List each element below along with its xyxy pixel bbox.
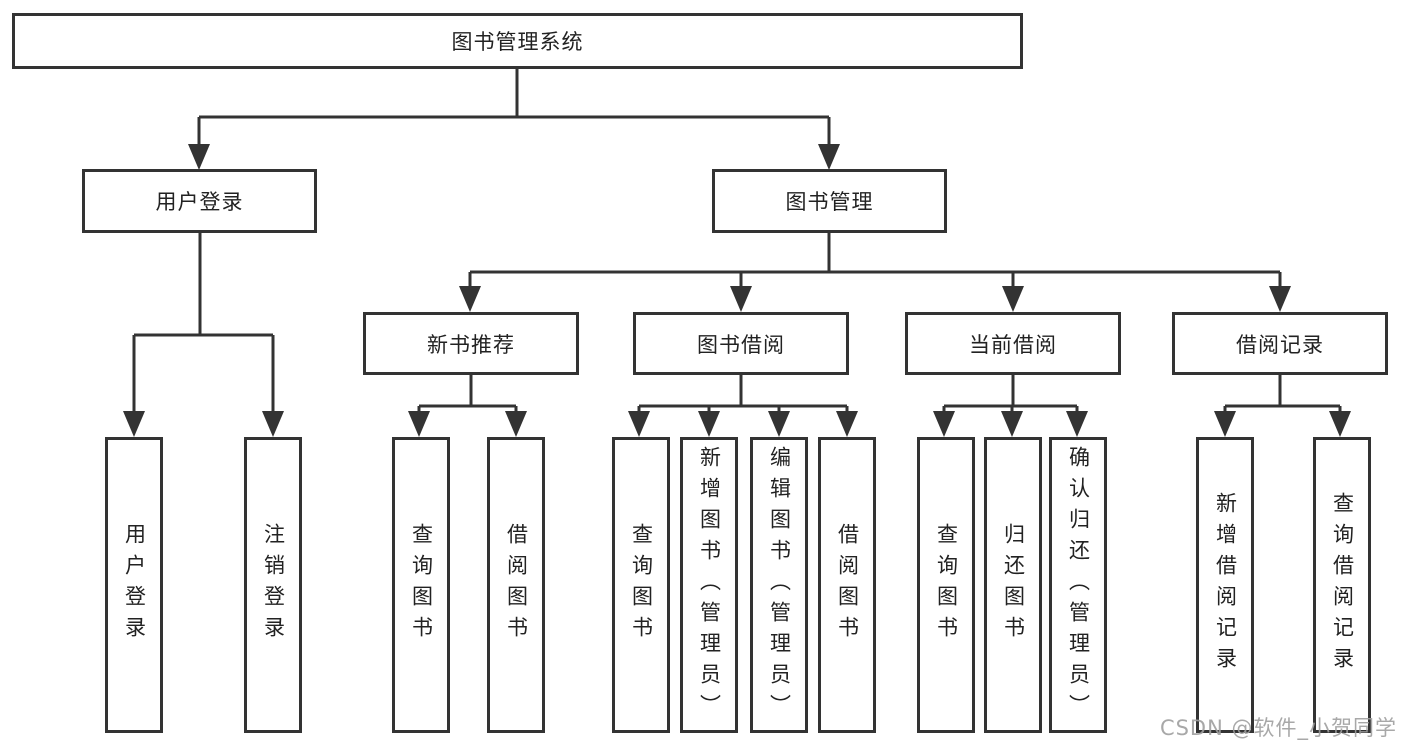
arrowhead — [1001, 411, 1023, 437]
csdn-watermark: CSDN @软件_小贺同学 — [1159, 716, 1397, 740]
arrowhead — [262, 411, 284, 437]
arrowhead — [698, 411, 720, 437]
connector-new-book-children — [408, 375, 527, 437]
node-root-library-system: 图书管理系统 — [12, 13, 1023, 69]
leaf-query-borrow-record: 查询借阅记录 — [1313, 437, 1371, 733]
connector-root-to-level2 — [188, 69, 840, 170]
node-label: 新书推荐 — [427, 332, 515, 357]
connector-book-management-children — [459, 231, 1291, 312]
connector-borrow-records-children — [1214, 375, 1351, 437]
node-user-login: 用户登录 — [82, 169, 317, 233]
node-label: 新增借阅记录 — [1213, 492, 1238, 678]
leaf-borrow-books-under-borrow: 借阅图书 — [818, 437, 876, 733]
node-label: 用户登录 — [122, 523, 147, 647]
node-label: 确认归还（管理员） — [1066, 445, 1091, 725]
leaf-user-login: 用户登录 — [105, 437, 163, 733]
node-label: 用户登录 — [155, 190, 244, 214]
arrowhead — [818, 144, 840, 170]
node-current-borrow: 当前借阅 — [905, 312, 1121, 375]
node-label: 查询图书 — [629, 523, 654, 647]
arrowhead — [459, 286, 481, 312]
leaf-logout: 注销登录 — [244, 437, 302, 733]
node-label: 图书管理 — [785, 190, 874, 214]
node-new-book-recommend: 新书推荐 — [363, 312, 579, 375]
node-label: 查询图书 — [934, 523, 959, 647]
leaf-query-books-under-borrow: 查询图书 — [612, 437, 670, 733]
connector-current-borrow-children — [933, 375, 1088, 437]
connector-user-login-children — [123, 231, 284, 437]
arrowhead — [188, 144, 210, 170]
node-label: 借阅图书 — [835, 523, 860, 647]
node-borrow-records: 借阅记录 — [1172, 312, 1388, 375]
arrowhead — [505, 411, 527, 437]
arrowhead — [1269, 286, 1291, 312]
node-label: 当前借阅 — [969, 332, 1057, 357]
arrowhead — [933, 411, 955, 437]
leaf-return-books: 归还图书 — [984, 437, 1042, 733]
connector-book-borrow-children — [628, 375, 858, 437]
leaf-borrow-books-under-newbook: 借阅图书 — [487, 437, 545, 733]
node-label: 查询借阅记录 — [1330, 492, 1355, 678]
node-label: 编辑图书（管理员） — [767, 445, 792, 725]
arrowhead — [836, 411, 858, 437]
node-label: 查询图书 — [409, 523, 434, 647]
leaf-query-books-under-newbook: 查询图书 — [392, 437, 450, 733]
arrowhead — [628, 411, 650, 437]
arrowhead — [1066, 411, 1088, 437]
node-book-borrow: 图书借阅 — [633, 312, 849, 375]
node-label: 图书管理系统 — [451, 30, 584, 54]
node-label: 借阅图书 — [504, 523, 529, 647]
arrowhead — [1329, 411, 1351, 437]
arrowhead — [1002, 286, 1024, 312]
leaf-confirm-return-admin: 确认归还（管理员） — [1049, 437, 1107, 733]
node-label: 借阅记录 — [1236, 332, 1324, 357]
leaf-edit-books-admin: 编辑图书（管理员） — [750, 437, 808, 733]
arrowhead — [768, 411, 790, 437]
arrowhead — [1214, 411, 1236, 437]
node-label: 新增图书（管理员） — [697, 445, 722, 725]
arrowhead — [123, 411, 145, 437]
node-label: 图书借阅 — [697, 332, 785, 357]
node-label: 注销登录 — [261, 523, 286, 647]
node-book-management: 图书管理 — [712, 169, 947, 233]
leaf-query-books-under-current: 查询图书 — [917, 437, 975, 733]
node-label: 归还图书 — [1001, 523, 1026, 647]
leaf-add-books-admin: 新增图书（管理员） — [680, 437, 738, 733]
arrowhead — [730, 286, 752, 312]
leaf-add-borrow-record: 新增借阅记录 — [1196, 437, 1254, 733]
arrowhead — [408, 411, 430, 437]
